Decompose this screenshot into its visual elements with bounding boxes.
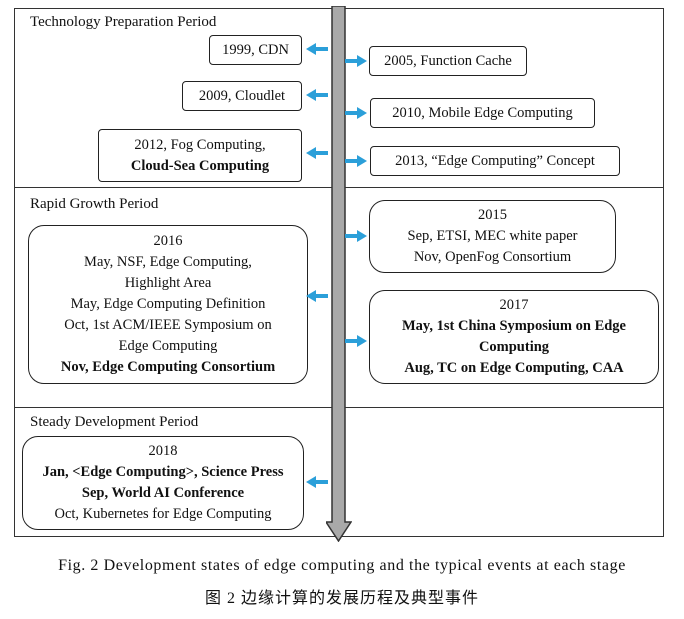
connector-arrow-left (306, 290, 328, 302)
period-label-technology-preparation: Technology Preparation Period (30, 14, 217, 30)
event-line: Nov, OpenFog Consortium (413, 249, 572, 265)
event-line-bold: Computing (478, 339, 550, 355)
connector-arrow-right (345, 335, 367, 347)
event-line: Edge Computing (118, 338, 218, 354)
event-line: Oct, Kubernetes for Edge Computing (54, 506, 272, 522)
connector-arrow-left (306, 147, 328, 159)
event-2005-function-cache: 2005, Function Cache (369, 46, 527, 76)
event-line: 2012, Fog Computing, (134, 136, 266, 153)
connector-arrow-right (345, 230, 367, 242)
event-line: 2013, “Edge Computing” Concept (395, 152, 595, 169)
event-2018: 2018 Jan, <Edge Computing>, Science Pres… (22, 436, 304, 530)
event-year: 2017 (499, 297, 529, 313)
event-2015: 2015 Sep, ETSI, MEC white paper Nov, Ope… (369, 200, 616, 273)
event-line-bold: Sep, World AI Conference (81, 485, 245, 501)
event-1999-cdn: 1999, CDN (209, 35, 302, 65)
event-year: 2018 (148, 443, 178, 459)
figure-caption-english: Fig. 2 Development states of edge comput… (58, 557, 626, 574)
event-line-bold: Cloud-Sea Computing (130, 157, 270, 174)
connector-arrow-left (306, 476, 328, 488)
connector-arrow-left (306, 43, 328, 55)
event-2016: 2016 May, NSF, Edge Computing, Highlight… (28, 225, 308, 384)
period-label-rapid-growth: Rapid Growth Period (30, 196, 159, 212)
event-year: 2016 (153, 233, 183, 249)
event-2009-cloudlet: 2009, Cloudlet (182, 81, 302, 111)
connector-arrow-right (345, 55, 367, 67)
connector-arrow-right (345, 107, 367, 119)
event-line-bold: May, 1st China Symposium on Edge (402, 318, 626, 334)
event-line: 2009, Cloudlet (198, 87, 286, 104)
event-2013-edge-computing-concept: 2013, “Edge Computing” Concept (370, 146, 620, 176)
event-line-bold: Aug, TC on Edge Computing, CAA (404, 360, 624, 376)
period-label-steady-development: Steady Development Period (30, 414, 199, 430)
event-line: Oct, 1st ACM/IEEE Symposium on (64, 317, 272, 333)
event-line: 2005, Function Cache (384, 52, 512, 69)
event-2012-fog-computing: 2012, Fog Computing, Cloud-Sea Computing (98, 129, 302, 182)
event-2010-mobile-edge-computing: 2010, Mobile Edge Computing (370, 98, 595, 128)
event-2017: 2017 May, 1st China Symposium on Edge Co… (369, 290, 659, 384)
event-year: 2015 (478, 207, 507, 223)
event-line: 1999, CDN (222, 41, 289, 58)
event-line: 2010, Mobile Edge Computing (392, 104, 573, 121)
timeline-arrow (326, 6, 352, 542)
event-line: May, Edge Computing Definition (70, 296, 266, 312)
event-line: Sep, ETSI, MEC white paper (407, 228, 578, 244)
event-line-bold: Nov, Edge Computing Consortium (60, 359, 276, 375)
event-line: May, NSF, Edge Computing, (84, 254, 252, 270)
event-line-bold: Jan, <Edge Computing>, Science Press (42, 464, 284, 480)
event-line: Highlight Area (124, 275, 212, 291)
connector-arrow-left (306, 89, 328, 101)
figure-caption-chinese: 图 2 边缘计算的发展历程及典型事件 (204, 590, 479, 607)
connector-arrow-right (345, 155, 367, 167)
